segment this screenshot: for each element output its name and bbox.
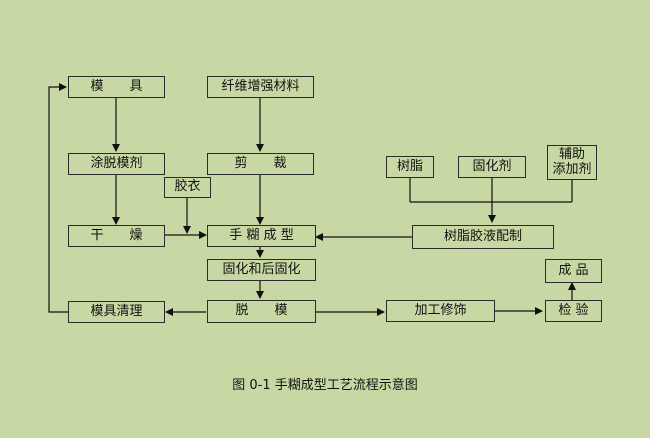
node-cure: 固化和后固化	[207, 259, 316, 281]
node-inspect: 检 验	[545, 300, 602, 322]
arrow-clean-to-mold	[48, 83, 68, 313]
node-fiber: 纤维增强材料	[207, 76, 314, 98]
node-layup: 手 糊 成 型	[207, 225, 316, 247]
node-mold-clean: 模具清理	[68, 301, 165, 323]
node-gelcoat: 胶衣	[164, 177, 211, 198]
node-mold: 模 具	[68, 76, 165, 98]
node-curing-agent: 固化剂	[458, 156, 526, 178]
node-demold: 脱 模	[207, 300, 316, 323]
node-product: 成 品	[545, 259, 602, 283]
node-release-agent: 涂脱模剂	[68, 153, 165, 175]
node-resin-mix: 树脂胶液配制	[412, 225, 554, 249]
node-machining: 加工修饰	[386, 300, 495, 322]
figure-caption: 图 0-1 手糊成型工艺流程示意图	[232, 378, 418, 393]
node-resin: 树脂	[386, 156, 434, 178]
node-cut: 剪 裁	[207, 153, 314, 175]
node-dry: 干 燥	[68, 225, 165, 247]
node-auxiliary: 辅助 添加剂	[547, 145, 597, 180]
